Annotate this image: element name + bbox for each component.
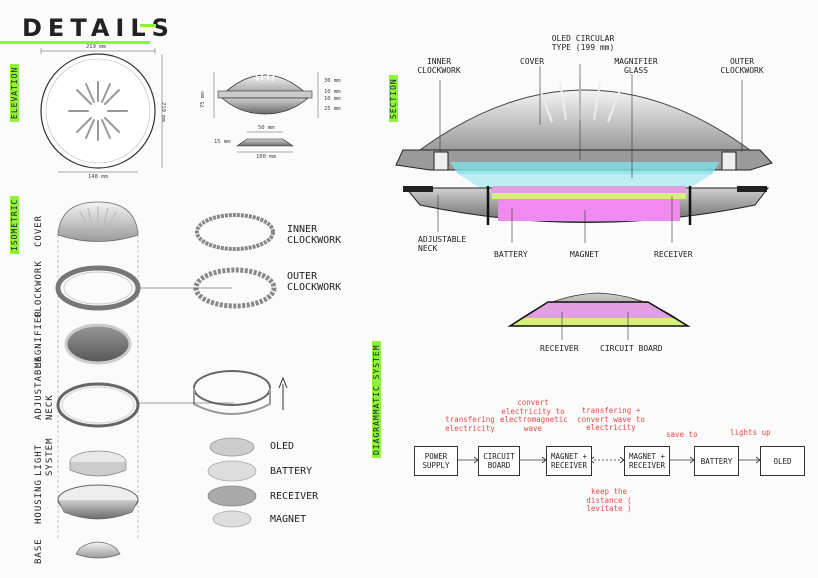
title-underline [0, 41, 150, 44]
title-accent [140, 24, 156, 27]
flow-note-keep-distance: keep the distance ( levitate ) [586, 487, 632, 513]
dim-base-height: 15 mm [214, 139, 231, 145]
flow-box-magnet-receiver-1: MAGNET + RECEIVER [546, 446, 592, 476]
sec-label-adjustable-neck: ADJUSTABLE NECK [418, 235, 467, 253]
flow-box-oled: OLED [760, 446, 805, 476]
dim-base-bottom: 100 mm [256, 154, 276, 160]
sec-label-cover: COVER [520, 57, 545, 66]
iso-layer-housing: HOUSING [34, 479, 44, 524]
sec-label-oled: OLED CIRCULAR TYPE (199 mm) [551, 34, 615, 52]
dim-top-width: 219 mm [86, 44, 106, 50]
dim-d4: 25 mm [324, 106, 341, 112]
sec-label-magnifier: MAGNIFIER GLASS [614, 57, 658, 75]
dim-base-top: 50 mm [258, 125, 275, 131]
page-title: DETAILS [22, 14, 175, 42]
sec-label-circuit-board: CIRCUIT BOARD [600, 344, 663, 353]
sec-label-inner-clockwork: INNER CLOCKWORK [417, 57, 461, 75]
flow-box-circuit-board: CIRCUIT BOARD [478, 446, 520, 476]
flow-box-battery: BATTERY [694, 446, 739, 476]
iso-label-outer-clockwork: OUTER CLOCKWORK [287, 271, 342, 293]
iso-label-inner-clockwork: INNER CLOCKWORK [287, 224, 342, 246]
isometric-drawing [55, 201, 288, 559]
flow-note-save-to: save to [666, 430, 698, 439]
dim-bottom-width: 148 mm [88, 174, 108, 180]
top-view-drawing [40, 48, 163, 173]
flow-note-convert: convert electricity to electromagnetic w… [500, 398, 568, 433]
flow-arrows [458, 456, 761, 464]
flow-box-magnet-receiver-2: MAGNET + RECEIVER [624, 446, 670, 476]
iso-layer-base: BASE [34, 538, 44, 564]
iso-label-oled: OLED [270, 441, 295, 452]
dim-d1: 30 mm [324, 78, 341, 84]
sec-label-magnet: MAGNET [570, 250, 599, 259]
dim-side-height: 75 mm [200, 91, 206, 108]
flow-note-transfering-convert: transfering + convert wave to electricit… [577, 406, 645, 432]
sec-label-receiver: RECEIVER [654, 250, 693, 259]
sec-label-base-receiver: RECEIVER [540, 344, 579, 353]
iso-label-magnet: MAGNET [270, 514, 307, 525]
sec-label-battery: BATTERY [494, 250, 528, 259]
dim-right-height: 219 mm [160, 102, 166, 122]
iso-layer-cover: COVER [34, 214, 44, 247]
flow-note-lights-up: lights up [730, 428, 771, 437]
sec-label-outer-clockwork: OUTER CLOCKWORK [720, 57, 764, 75]
section-drawing [395, 64, 773, 340]
iso-layer-light-system: LIGHT SYSTEM [34, 437, 55, 476]
flow-box-power-supply: POWER SUPPLY [414, 446, 458, 476]
side-view-drawing [213, 72, 319, 153]
dim-d2: 10 mm [324, 89, 341, 95]
dim-d3: 10 mm [324, 96, 341, 102]
iso-label-battery: BATTERY [270, 466, 313, 477]
iso-layer-neck: ADJUSTABLE NECK [34, 355, 55, 420]
flow-note-transfering: transfering electricity [445, 415, 495, 433]
iso-label-receiver: RECEIVER [270, 491, 319, 502]
